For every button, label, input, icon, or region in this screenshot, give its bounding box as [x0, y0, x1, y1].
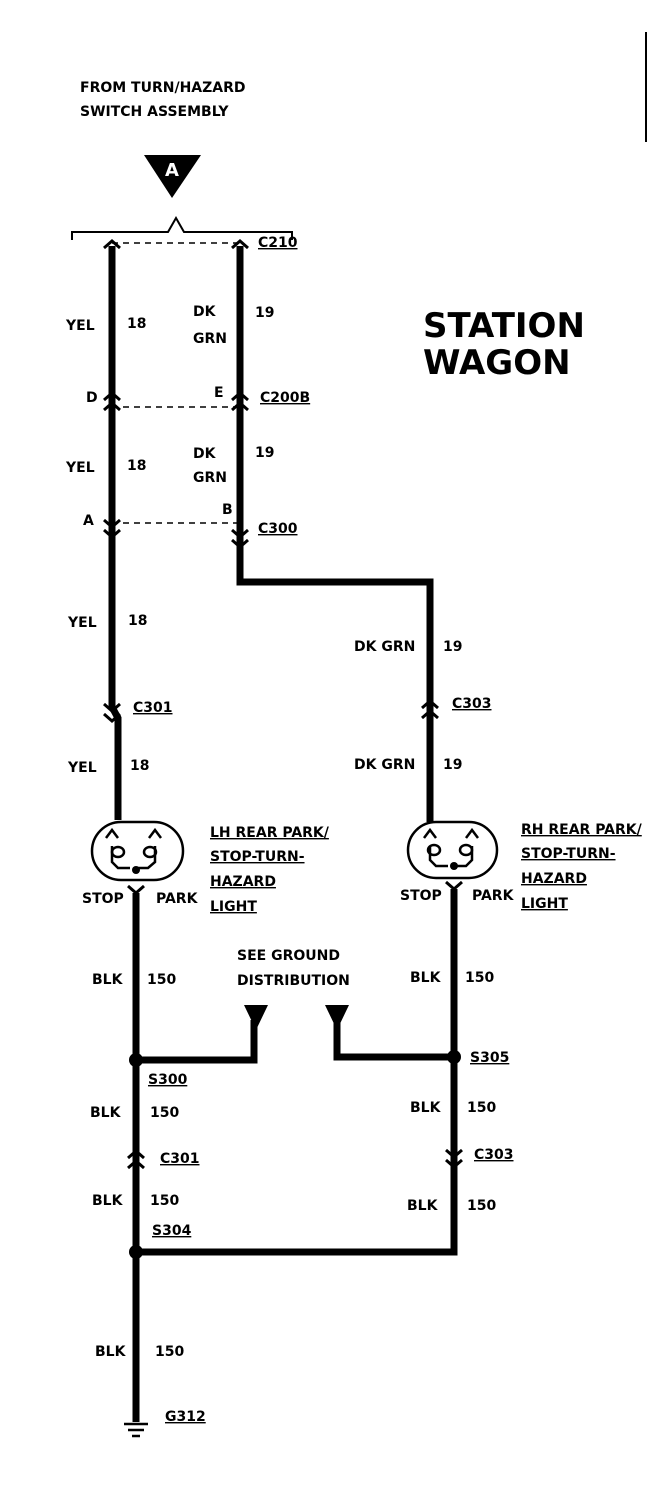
lh-lamp-label-line4: LIGHT — [210, 899, 257, 915]
ground-symbol — [124, 1422, 148, 1438]
splice-s305-dot — [447, 1050, 461, 1064]
connector-c200b-label: C200B — [260, 390, 310, 406]
rh-lamp-label-line1: RH REAR PARK/ — [521, 822, 643, 838]
source-triangle-marker: A — [144, 155, 201, 198]
title-line2: WAGON — [423, 343, 571, 383]
rh-lamp-park-label: PARK — [472, 888, 515, 904]
wire-dkgrn-color-3: DK GRN — [354, 639, 415, 655]
rh-lamp-stop-label: STOP — [400, 888, 442, 904]
wire-blk-gauge-1: 150 — [147, 972, 176, 988]
wire-blk-gauge-7: 150 — [155, 1344, 184, 1360]
wire-yel-gauge-1: 18 — [127, 316, 146, 332]
wire-blk-color-5: BLK — [92, 1193, 124, 1209]
wire-yel-gauge-4: 18 — [130, 758, 149, 774]
lh-lamp-park-label: PARK — [156, 891, 199, 907]
ground-ref-triangle-left — [244, 1005, 268, 1030]
wire-blk-color-6: BLK — [407, 1198, 439, 1214]
wire-yel-color-1: YEL — [65, 318, 95, 334]
wire-dkgrn-gauge-2: 19 — [255, 445, 274, 461]
wire-dkgrn-grn-2: GRN — [193, 470, 227, 486]
wire-blk-gauge-6: 150 — [467, 1198, 496, 1214]
source-label-line2: SWITCH ASSEMBLY — [80, 104, 229, 120]
ground-ref-label-line1: SEE GROUND — [237, 948, 340, 964]
connector-c210-label: C210 — [258, 235, 298, 251]
wire-yel — [108, 246, 122, 820]
wire-dkgrn-gauge-4: 19 — [443, 757, 462, 773]
wire-yel-gauge-2: 18 — [127, 458, 146, 474]
source-marker-letter: A — [165, 160, 179, 181]
wire-dkgrn-gauge-1: 19 — [255, 305, 274, 321]
rh-lamp-pin-chevron — [445, 880, 463, 891]
connector-brace — [71, 215, 293, 240]
lh-lamp-stop-label: STOP — [82, 891, 124, 907]
lh-lamp-pin-chevron — [127, 884, 145, 895]
lh-lamp-label-line1: LH REAR PARK/ — [210, 825, 330, 841]
connector-chevrons — [103, 239, 463, 1170]
splice-s304-dot — [129, 1245, 143, 1259]
rh-lamp-symbol — [406, 820, 499, 880]
lh-lamp-ground-dot — [132, 866, 140, 874]
wire-blk-gauge-4: 150 — [467, 1100, 496, 1116]
wire-blk-gauge-5: 150 — [150, 1193, 179, 1209]
pin-e-label: E — [214, 385, 224, 401]
ground-ref-label-line2: DISTRIBUTION — [237, 973, 350, 989]
pin-d-label: D — [86, 390, 98, 406]
connector-c303-bottom-label: C303 — [474, 1147, 514, 1163]
ground-ref-triangle-right — [325, 1005, 349, 1030]
wire-blk-color-4: BLK — [410, 1100, 442, 1116]
wire-blk-color-7: BLK — [95, 1344, 127, 1360]
rh-lamp-label-line2: STOP-TURN- — [521, 846, 616, 862]
wire-blk-gauge-3: 150 — [150, 1105, 179, 1121]
wire-dkgrn-gauge-3: 19 — [443, 639, 462, 655]
wire-dkgrn-dk-2: DK — [193, 446, 217, 462]
wire-blk — [132, 889, 458, 1422]
rh-lamp-label-line3: HAZARD — [521, 871, 587, 887]
wire-blk-color-1: BLK — [92, 972, 124, 988]
splice-s300-dot — [129, 1053, 143, 1067]
connector-c300-label: C300 — [258, 521, 298, 537]
wire-dkgrn-dk-1: DK — [193, 304, 217, 320]
connector-c301-bottom-label: C301 — [160, 1151, 200, 1167]
connector-c303-top-label: C303 — [452, 696, 492, 712]
splice-s304-label: S304 — [152, 1223, 192, 1239]
lh-lamp-symbol — [90, 820, 185, 882]
splice-s305-label: S305 — [470, 1050, 509, 1066]
lh-lamp-label-line3: HAZARD — [210, 874, 276, 890]
connector-c301-top-label: C301 — [133, 700, 173, 716]
wire-yel-color-4: YEL — [67, 760, 97, 776]
wire-blk-gauge-2: 150 — [465, 970, 494, 986]
rh-lamp-ground-dot — [450, 862, 458, 870]
wire-dkgrn-grn-1: GRN — [193, 331, 227, 347]
wire-blk-color-3: BLK — [90, 1105, 122, 1121]
splice-s300-label: S300 — [148, 1072, 188, 1088]
source-label-line1: FROM TURN/HAZARD — [80, 80, 246, 96]
pin-b-label: B — [222, 502, 233, 518]
wire-yel-color-2: YEL — [65, 460, 95, 476]
wire-yel-color-3: YEL — [67, 615, 97, 631]
lh-lamp-label-line2: STOP-TURN- — [210, 849, 305, 865]
wire-yel-gauge-3: 18 — [128, 613, 147, 629]
pin-a-label: A — [83, 513, 94, 529]
wire-dkgrn-color-4: DK GRN — [354, 757, 415, 773]
wire-blk-color-2: BLK — [410, 970, 442, 986]
title-line1: STATION — [423, 306, 585, 346]
ground-point-label: G312 — [165, 1409, 206, 1425]
rh-lamp-label-line4: LIGHT — [521, 896, 568, 912]
